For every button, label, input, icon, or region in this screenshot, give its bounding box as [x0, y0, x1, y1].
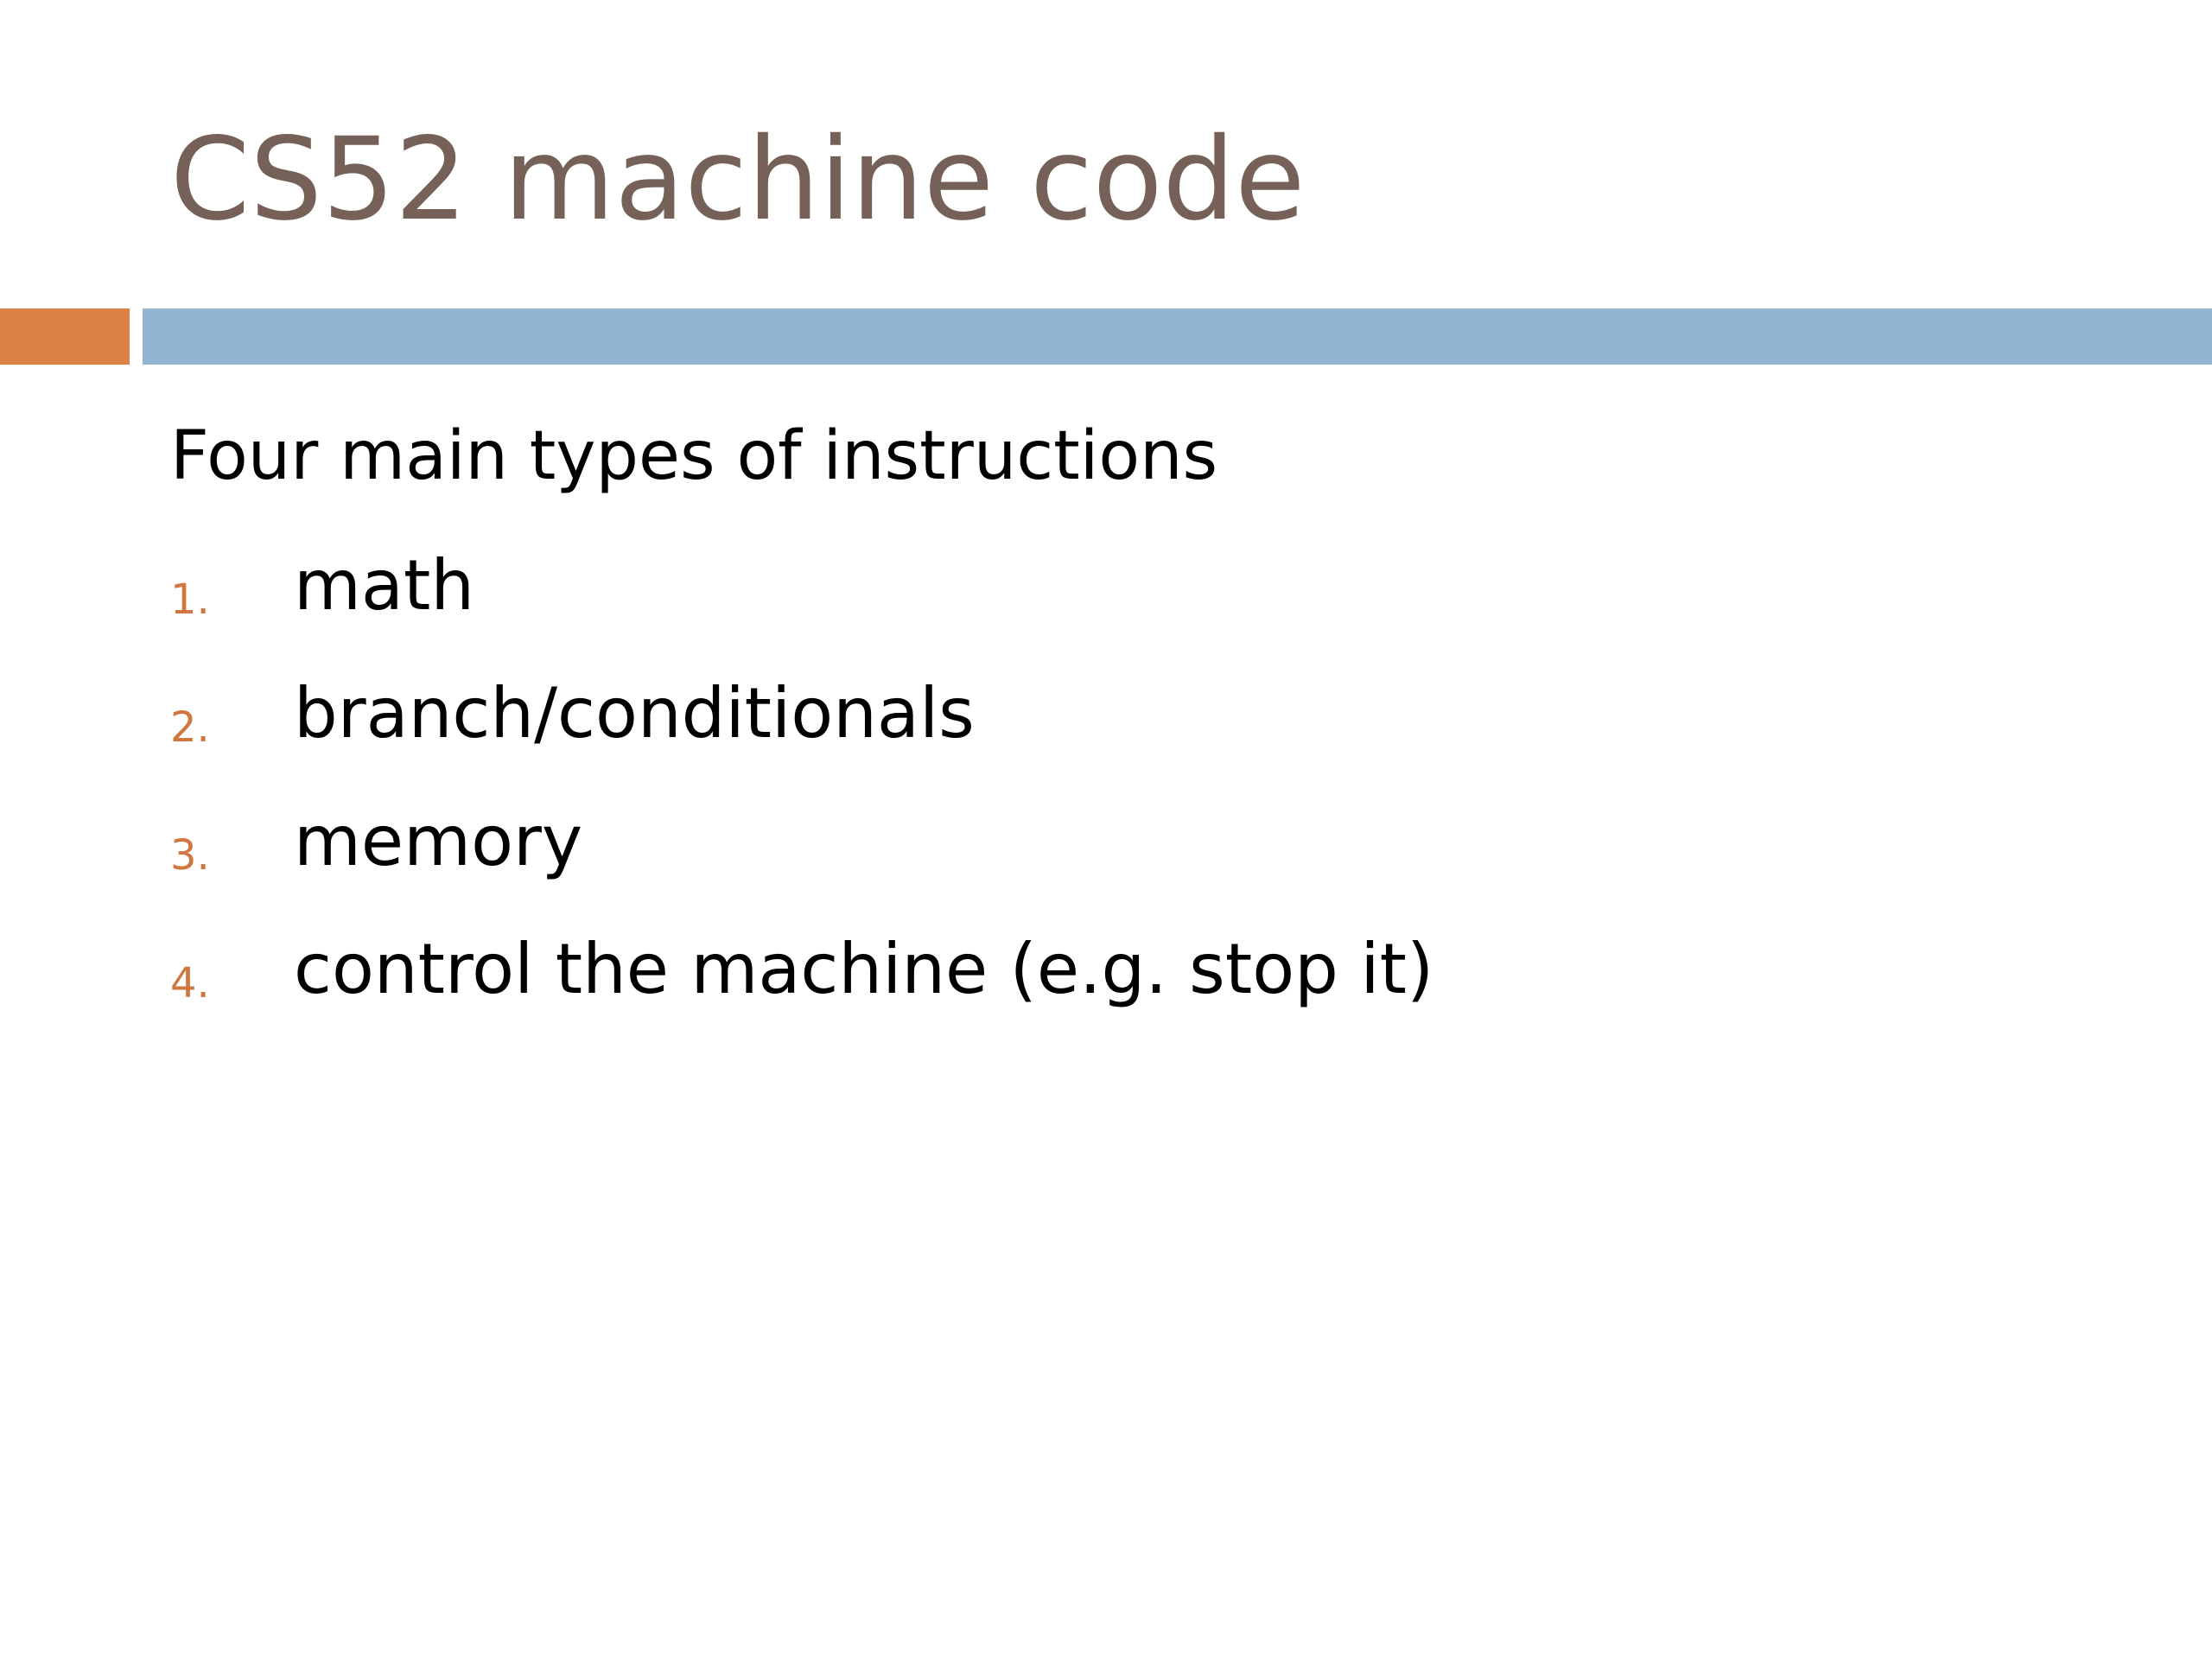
list-item-text: memory: [294, 801, 583, 881]
list-item-text: math: [294, 545, 475, 626]
title-divider-accent: [0, 308, 130, 365]
list-item-text: control the machine (e.g. stop it): [294, 929, 1434, 1009]
intro-text: Four main types of instructions: [170, 417, 1218, 495]
list-item-number: 4.: [170, 959, 210, 1007]
list-item-number: 1.: [170, 575, 210, 624]
slide-title: CS52 machine code: [170, 113, 1306, 246]
list-item-number: 2.: [170, 703, 210, 752]
list-item-text: branch/conditionals: [294, 673, 975, 753]
list-item-number: 3.: [170, 831, 210, 880]
title-divider-bar: [143, 308, 2212, 365]
